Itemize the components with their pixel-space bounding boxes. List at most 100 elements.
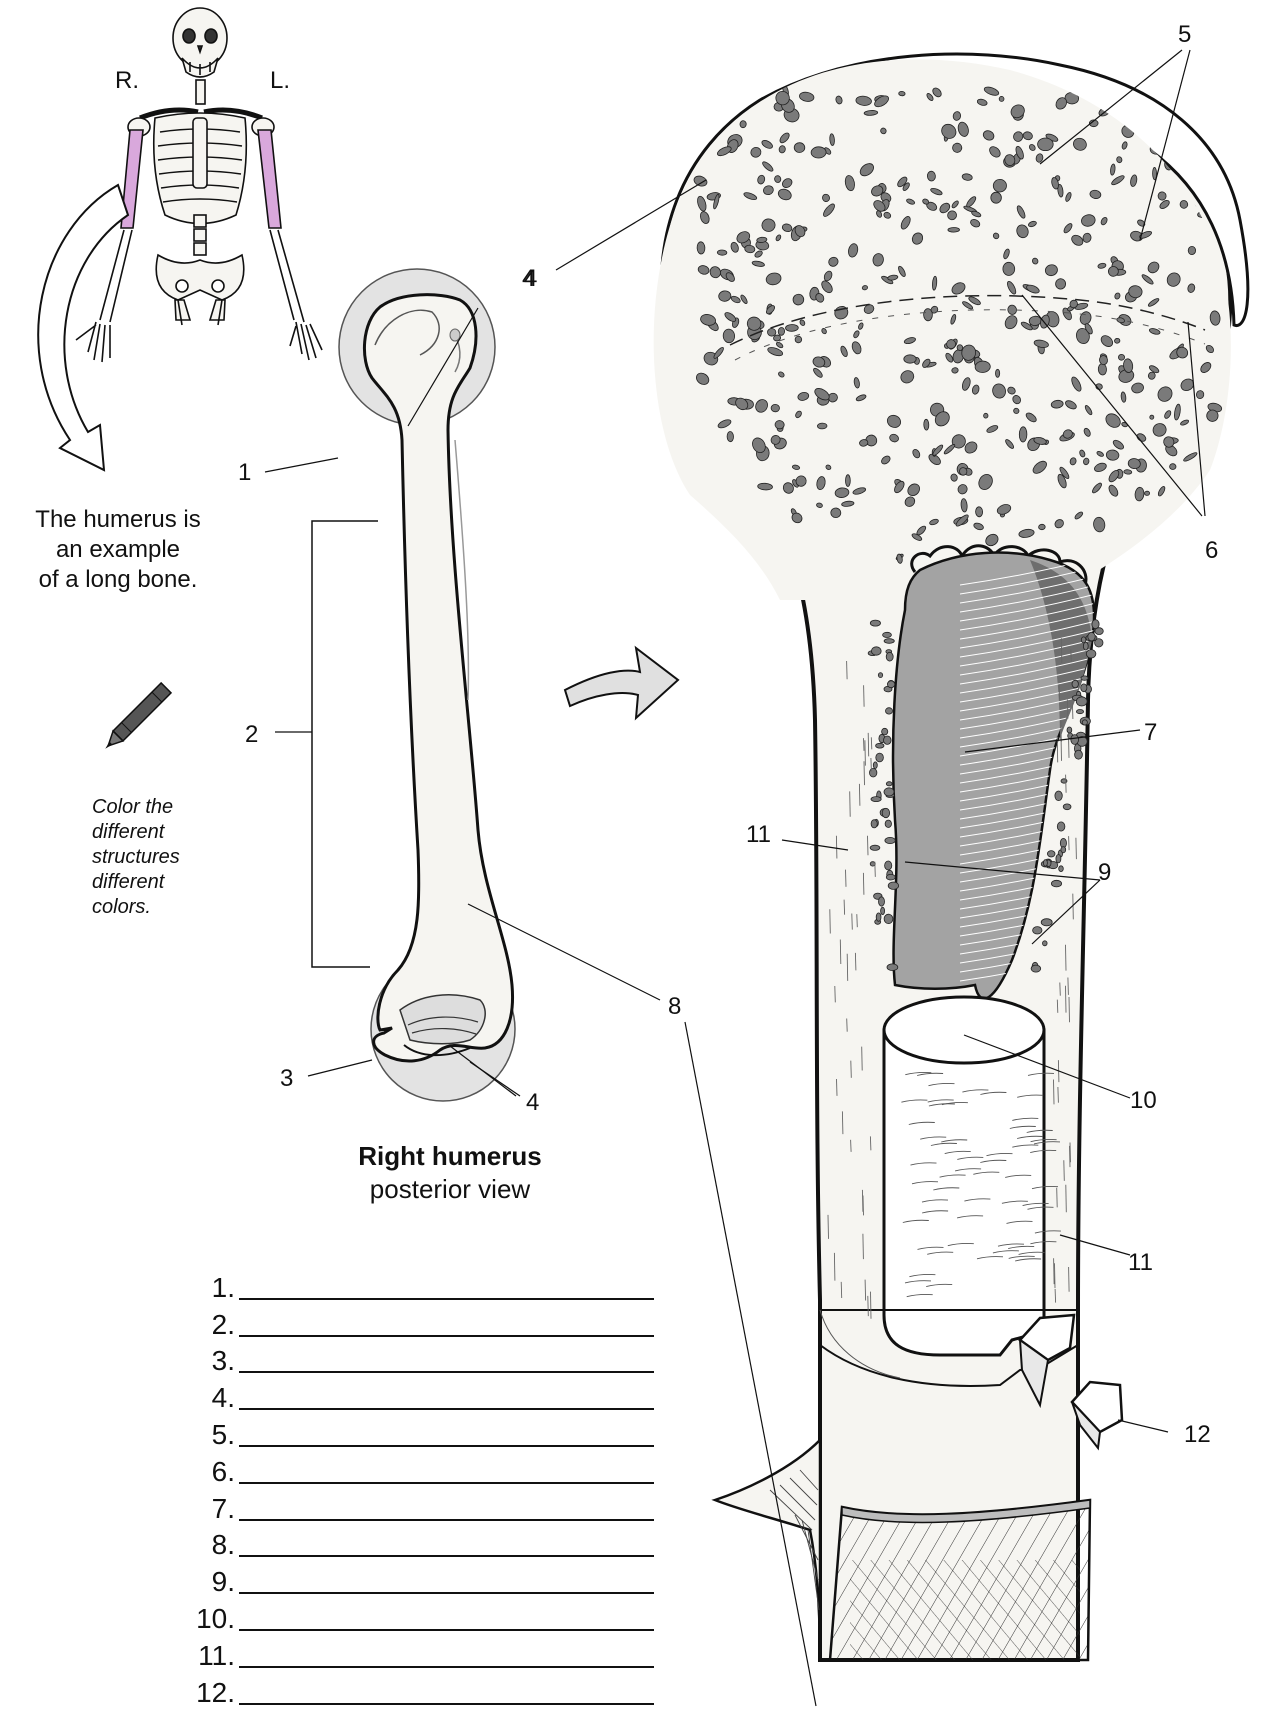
spongy-pore	[817, 423, 827, 429]
spongy-pore	[1038, 138, 1054, 151]
endosteum-pore	[1043, 941, 1048, 946]
answer-number: 7.	[160, 1493, 239, 1525]
answer-blank[interactable]	[239, 1677, 654, 1705]
endosteum-pore	[885, 837, 895, 843]
compact-texture-line	[1070, 1146, 1071, 1167]
spongy-pore	[993, 179, 1007, 192]
answer-number: 9.	[160, 1566, 239, 1598]
compact-texture-line	[1057, 1188, 1058, 1208]
compact-texture-line	[864, 685, 865, 707]
crayon-icon	[100, 683, 171, 754]
answer-number: 12.	[160, 1677, 239, 1709]
compact-texture-line	[868, 1296, 869, 1316]
answer-row: 10.	[160, 1598, 660, 1635]
answer-row: 12.	[160, 1672, 660, 1709]
answer-blank[interactable]	[239, 1493, 654, 1521]
callout-large-6: 6	[1205, 537, 1218, 564]
spongy-pore	[767, 328, 776, 336]
endosteum-pore	[1088, 633, 1095, 641]
answer-blank[interactable]	[239, 1640, 654, 1668]
instruction-line: Color the	[92, 795, 212, 820]
spongy-pore	[1038, 524, 1045, 530]
callout-3: 3	[280, 1065, 293, 1092]
compact-texture-line	[851, 1140, 852, 1152]
answer-row: 9.	[160, 1561, 660, 1598]
skeleton-label-right: R.	[115, 67, 139, 94]
endosteum-pore	[1072, 680, 1078, 688]
compact-texture-line	[836, 836, 837, 859]
endosteum-pore	[1055, 791, 1062, 801]
answer-blank[interactable]	[239, 1529, 654, 1557]
spongy-pore	[811, 147, 826, 159]
compact-texture-line	[847, 954, 848, 981]
endosteum-pore	[1081, 684, 1087, 692]
compact-texture-line	[1069, 836, 1070, 850]
compact-texture-line	[1061, 638, 1062, 663]
answer-blank[interactable]	[239, 1309, 654, 1337]
compact-texture-line	[841, 1282, 842, 1298]
spongy-pore	[904, 355, 916, 363]
compact-texture-line	[863, 873, 864, 895]
endosteum-pore	[870, 620, 880, 626]
coloring-instruction: Color the different structures different…	[92, 795, 212, 920]
endosteum-pore	[876, 743, 884, 748]
endosteum-pore	[879, 897, 885, 906]
endosteum-pore	[1063, 804, 1071, 810]
compact-texture-line	[1066, 1185, 1067, 1213]
compact-texture-line	[1059, 684, 1060, 699]
callout-large-9: 9	[1098, 859, 1111, 886]
compact-texture-line	[1069, 734, 1070, 758]
answer-blank[interactable]	[239, 1603, 654, 1631]
answer-blank[interactable]	[239, 1345, 654, 1373]
endosteum-pore	[881, 907, 885, 914]
callout-4-bottom: 4	[526, 1089, 539, 1116]
answer-blank[interactable]	[239, 1382, 654, 1410]
compact-texture-line	[1066, 945, 1067, 971]
compact-texture-line	[847, 1019, 848, 1032]
spongy-pore	[924, 419, 929, 430]
compact-texture-line	[1076, 838, 1077, 859]
answer-row: 5.	[160, 1414, 660, 1451]
view-title: Right humerus posterior view	[300, 1140, 600, 1206]
compact-texture-line	[846, 870, 847, 887]
endosteum-pore	[887, 681, 894, 688]
right-arrow-icon	[565, 648, 678, 718]
compact-texture-line	[1073, 894, 1074, 920]
endosteum-pore	[887, 964, 898, 971]
answer-blank[interactable]	[239, 1419, 654, 1447]
compact-texture-line	[870, 1136, 871, 1150]
caption: The humerus is an example of a long bone…	[18, 505, 218, 595]
compact-texture-line	[1055, 1263, 1056, 1288]
spongy-pore	[727, 431, 734, 441]
compact-texture-line	[1054, 1258, 1055, 1284]
compact-texture-line	[1054, 1080, 1055, 1105]
answer-list: 1. 2. 3. 4. 5. 6. 7. 8. 9. 10. 11. 12.	[160, 1267, 660, 1709]
answer-blank[interactable]	[239, 1566, 654, 1594]
compact-texture-line	[865, 1280, 866, 1301]
skeleton-label-left: L.	[270, 67, 290, 94]
callout-large-10: 10	[1130, 1087, 1157, 1114]
callout-large-4: 4	[524, 265, 537, 292]
periosteum-flap	[715, 1440, 820, 1660]
answer-row: 6.	[160, 1451, 660, 1488]
spongy-pore	[923, 308, 932, 320]
callout-large-7: 7	[1144, 719, 1157, 746]
compact-texture-line	[1064, 1160, 1065, 1181]
endosteum-pore	[1061, 847, 1066, 853]
callout-large-8: 8	[668, 993, 681, 1020]
spongy-pore	[1188, 246, 1196, 254]
answer-blank[interactable]	[239, 1272, 654, 1300]
caption-line: The humerus is	[18, 505, 218, 535]
compact-texture-line	[834, 1253, 835, 1281]
answer-row: 11.	[160, 1635, 660, 1672]
callout-1: 1	[238, 459, 251, 486]
callout-2: 2	[245, 721, 258, 748]
skeleton-figure	[76, 8, 322, 362]
answer-blank[interactable]	[239, 1456, 654, 1484]
compact-texture-line	[868, 733, 869, 757]
compact-texture-line	[868, 836, 869, 856]
answer-row: 8.	[160, 1525, 660, 1562]
spongy-pore	[995, 369, 999, 377]
answer-row: 4.	[160, 1377, 660, 1414]
